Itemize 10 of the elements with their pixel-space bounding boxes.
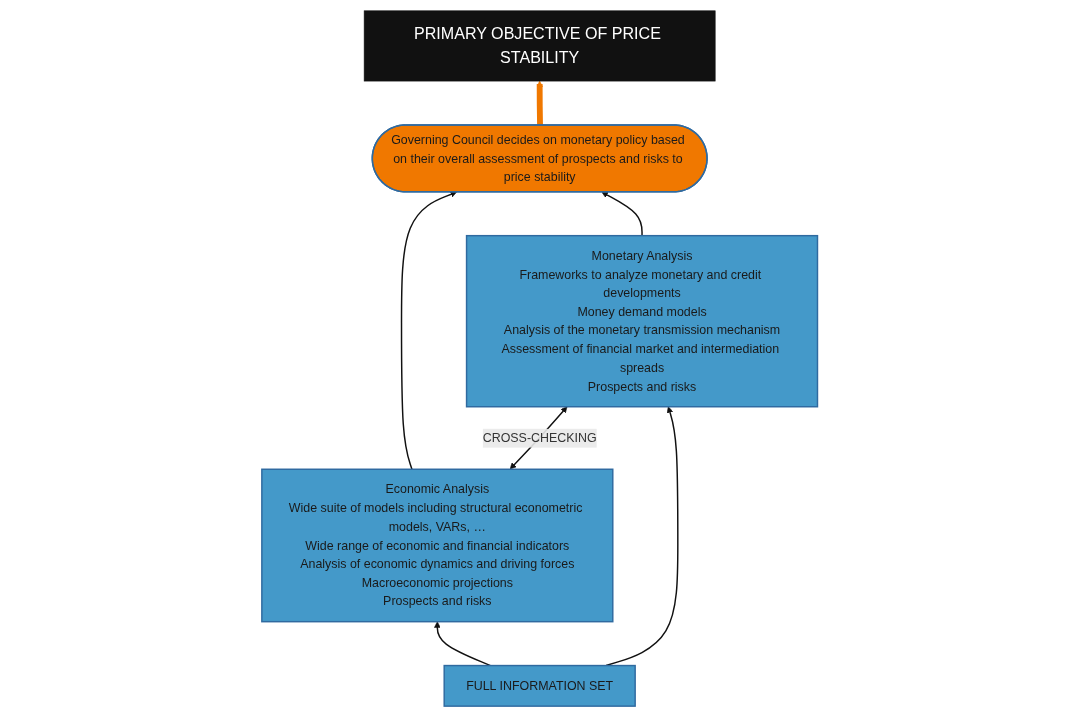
node-box: PRIMARY OBJECTIVE OF PRICE STABILITY [364,10,716,82]
arrow [536,80,544,126]
arrow [601,191,644,237]
node-box: Economic Analysis Wide suite of models including structural econometric models, VARs, … Wide range of economic and financial indicators Analysis of economic dynamics and driving forces Macroeconomic projections Prospects and risks [261,468,614,623]
node-box: Monetary Analysis Frameworks to analyze monetary and credit developments Money demand models Analysis of the monetary transmission mechanism Assessment of financial market and intermediation spreads Prospects and risks [466,234,819,408]
arrow [605,406,679,667]
edge-label: CROSS-CHECKING [483,430,597,445]
node-box: FULL INFORMATION SET [443,664,637,707]
arrow [434,621,492,667]
arrow [401,191,458,470]
